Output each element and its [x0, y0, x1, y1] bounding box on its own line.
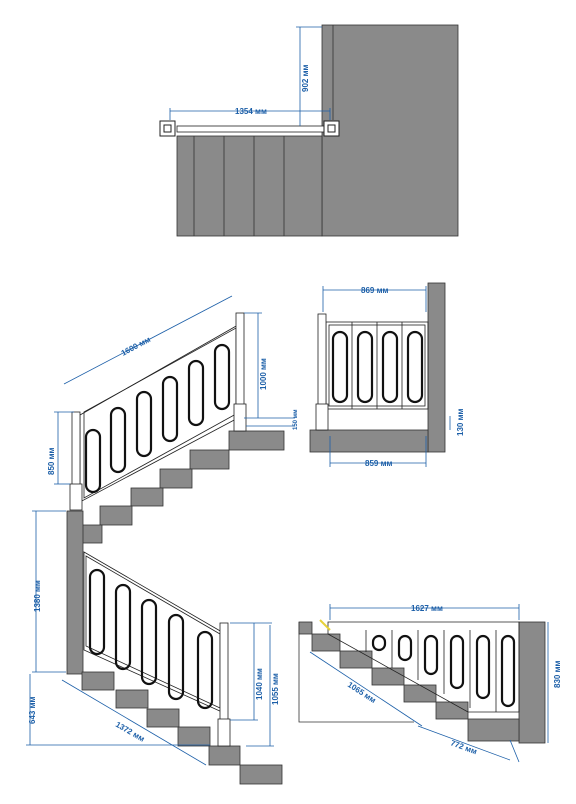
dim-1372: 1372 мм — [114, 720, 146, 744]
upper-flight-elevation: 1600 мм 1000 мм 150 мм 850 мм — [47, 295, 299, 544]
bottom-right-flight: 1627 мм 830 мм 1065 мм 772 мм — [298, 604, 562, 763]
dim-1380: 1380 мм — [33, 580, 42, 612]
dim-1055: 1055 мм — [271, 673, 280, 705]
dim-902: 902 мм — [301, 65, 310, 92]
dim-643: 643 мм — [28, 697, 37, 724]
top-plan-view: 902 мм 1354 мм — [159, 24, 459, 237]
dim-1627: 1627 мм — [411, 604, 443, 613]
dim-869: 869 мм — [361, 286, 388, 295]
dim-830: 830 мм — [553, 661, 562, 688]
dim-850: 850 мм — [47, 448, 56, 475]
dim-1000: 1000 мм — [259, 358, 268, 390]
dim-150: 150 мм — [293, 409, 299, 430]
dim-859: 859 мм — [365, 459, 392, 468]
dim-130: 130 мм — [456, 409, 465, 436]
landing-elevation: 869 мм 859 мм 130 мм — [309, 282, 465, 468]
dim-1040: 1040 мм — [255, 668, 264, 700]
dim-1600: 1600 мм — [120, 335, 152, 358]
lower-flight-elevation: 1380 мм 643 мм 1372 мм 1040 мм 1055 мм — [26, 510, 283, 785]
dim-1354: 1354 мм — [235, 107, 267, 116]
